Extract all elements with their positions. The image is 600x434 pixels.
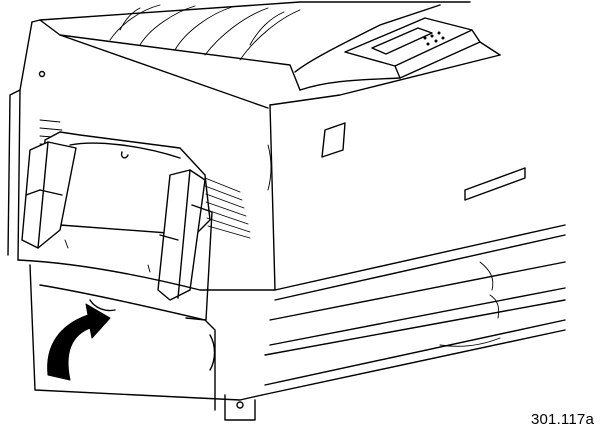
printer-top (39, 1, 471, 91)
printer-right-side (267, 54, 526, 291)
panel-button-icon (423, 36, 427, 40)
handle-recess (321, 122, 346, 158)
panel-button-icon (441, 36, 445, 40)
panel-button-icon (434, 39, 438, 43)
bypass-tray (21, 131, 251, 321)
caster-icon (236, 401, 244, 409)
display-window (371, 27, 433, 55)
rotation-arrow-icon (47, 303, 111, 381)
curved-arrow-icon (47, 303, 111, 381)
figure-code-label: 301.117a (530, 411, 594, 428)
panel-button-icon (430, 34, 434, 38)
control-panel (294, 4, 501, 91)
screw-icon (38, 70, 46, 78)
side-vent (464, 167, 526, 201)
printer-left-side (7, 19, 269, 261)
panel-button-icon (426, 42, 430, 46)
panel-button-icon (437, 31, 441, 35)
printer-lower-body (17, 224, 566, 421)
